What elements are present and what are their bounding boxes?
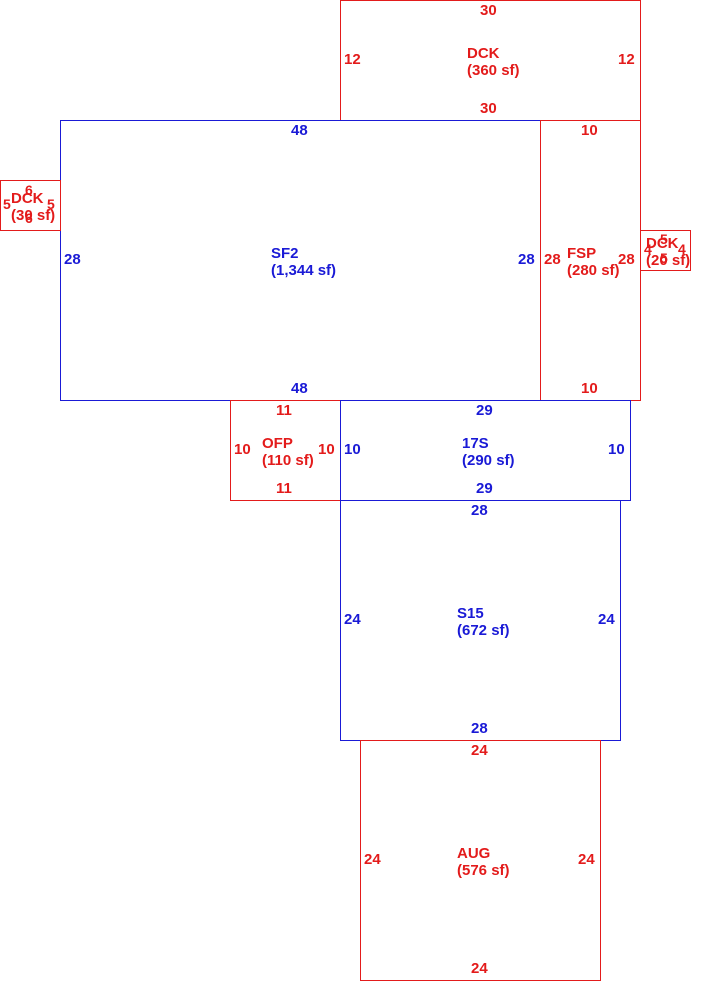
dim-sf2-top: 48 xyxy=(291,122,308,139)
dim-aug-left: 24 xyxy=(364,851,381,868)
dim-sf2-left: 28 xyxy=(64,251,81,268)
dim-deck-left-top: 6 xyxy=(25,182,33,198)
dim-s15-top: 28 xyxy=(471,502,488,519)
room-aug[interactable] xyxy=(360,740,601,981)
label-deck-right: DCK (20 sf) xyxy=(646,235,690,269)
label-aug-area: (576 sf) xyxy=(457,862,510,879)
label-s15-area: (672 sf) xyxy=(457,622,510,639)
label-deck-top: DCK (360 sf) xyxy=(467,45,520,79)
label-deck-left-code: DCK xyxy=(11,190,44,207)
label-deck-top-code: DCK xyxy=(467,45,500,62)
label-ofp: OFP (110 sf) xyxy=(262,435,314,469)
label-17s: 17S (290 sf) xyxy=(462,435,515,469)
room-deck-right[interactable] xyxy=(640,230,691,271)
dim-deck-right-top: 5 xyxy=(660,231,668,247)
dim-17s-right: 10 xyxy=(608,441,625,458)
dim-s15-right: 24 xyxy=(598,611,615,628)
dim-aug-right: 24 xyxy=(578,851,595,868)
label-aug: AUG (576 sf) xyxy=(457,845,510,879)
label-deck-right-code: DCK xyxy=(646,235,679,252)
dim-ofp-top: 11 xyxy=(276,402,292,419)
label-sf2: SF2 (1,344 sf) xyxy=(271,245,336,279)
label-sf2-code: SF2 xyxy=(271,245,299,262)
label-ofp-code: OFP xyxy=(262,435,293,452)
dim-s15-left: 24 xyxy=(344,611,361,628)
label-fsp-area: (280 sf) xyxy=(567,262,620,279)
label-17s-code: 17S xyxy=(462,435,489,452)
label-aug-code: AUG xyxy=(457,845,491,862)
label-deck-left: DCK (30 sf) xyxy=(11,190,55,224)
label-deck-top-area: (360 sf) xyxy=(467,62,520,79)
label-ofp-area: (110 sf) xyxy=(262,452,314,469)
label-fsp: FSP (280 sf) xyxy=(567,245,620,279)
dim-17s-top: 29 xyxy=(476,402,493,419)
dim-deck-left-bottom: 6 xyxy=(25,210,33,226)
dim-deck-top-bottom: 30 xyxy=(480,100,497,117)
dim-s15-bottom: 28 xyxy=(471,720,488,737)
dim-fsp-bottom: 10 xyxy=(581,380,598,397)
dim-deck-right-bottom: 5 xyxy=(660,250,668,266)
dim-ofp-right: 10 xyxy=(318,441,335,458)
dim-sf2-right: 28 xyxy=(518,251,535,268)
dim-fsp-left: 28 xyxy=(544,251,561,268)
dim-aug-bottom: 24 xyxy=(471,960,488,977)
dim-17s-bottom: 29 xyxy=(476,480,493,497)
label-deck-right-area: (20 sf) xyxy=(646,252,691,269)
dim-aug-top: 24 xyxy=(471,742,488,759)
room-deck-left[interactable] xyxy=(0,180,61,231)
dim-deck-top-left: 12 xyxy=(344,51,361,68)
dim-deck-top-top: 30 xyxy=(480,2,497,19)
label-deck-left-area: (30 sf) xyxy=(11,207,56,224)
label-fsp-code: FSP xyxy=(567,245,597,262)
label-s15: S15 (672 sf) xyxy=(457,605,510,639)
dim-deck-right-right: 4 xyxy=(678,241,686,257)
dim-deck-right-left: 4 xyxy=(644,241,652,257)
dim-deck-left-right: 5 xyxy=(47,196,55,212)
dim-fsp-right: 28 xyxy=(618,251,635,268)
label-17s-area: (290 sf) xyxy=(462,452,515,469)
dim-fsp-top: 10 xyxy=(581,122,598,139)
dim-ofp-bottom: 11 xyxy=(276,480,292,497)
label-sf2-area: (1,344 sf) xyxy=(271,262,337,279)
dim-ofp-left: 10 xyxy=(234,441,251,458)
dim-17s-left: 10 xyxy=(344,441,361,458)
dim-deck-top-right: 12 xyxy=(618,51,635,68)
dim-deck-left-left: 5 xyxy=(3,196,11,212)
label-s15-code: S15 xyxy=(457,605,484,622)
dim-sf2-bottom: 48 xyxy=(291,380,308,397)
